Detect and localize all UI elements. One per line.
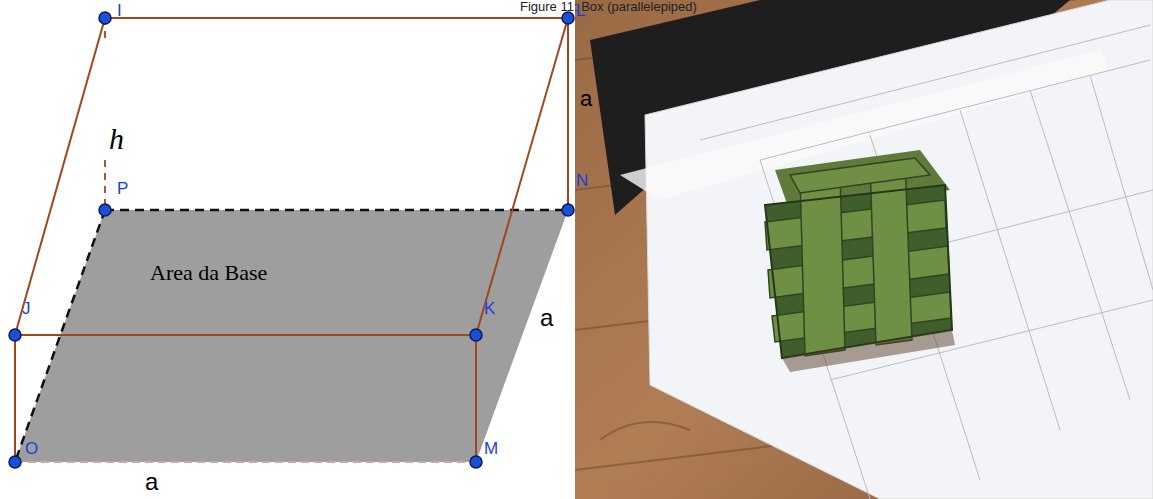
vertex-label: K [484, 300, 495, 317]
dimension-label: a [145, 470, 158, 494]
box-edge [15, 18, 105, 335]
vertex-label: M [484, 440, 498, 457]
paper-form-lines [700, 25, 1153, 499]
base-label: Area da Base [150, 262, 267, 284]
dimension-label: a [580, 88, 592, 110]
paper-sheet-under [620, 50, 1110, 200]
box-shadow [782, 330, 955, 372]
height-label: h [109, 124, 124, 154]
vertex-point [9, 329, 21, 341]
vertex-point [99, 204, 111, 216]
vertex-point [99, 12, 111, 24]
base-fill [15, 210, 568, 462]
box-edge [475, 335, 477, 462]
vertex-point [470, 329, 482, 341]
vertex-label: I [117, 2, 122, 19]
wood-floor [575, 0, 1153, 499]
vertex-label: J [22, 300, 31, 317]
hidden-edge [105, 209, 568, 212]
box-edge [476, 18, 568, 335]
vertex-point [9, 456, 21, 468]
vertex-point [562, 204, 574, 216]
box-outline [765, 185, 952, 358]
vertex-label: O [25, 440, 38, 457]
parallelepiped-figure [15, 210, 568, 462]
vertex-point [562, 12, 574, 24]
base-area: Area da Base [15, 210, 568, 462]
figure-title: Figure 11: Box (parallelepiped) [520, 0, 697, 13]
hidden-edge [15, 461, 476, 463]
photo-scene [575, 0, 1153, 499]
height-line [104, 160, 106, 210]
vertex-label: L [576, 2, 585, 19]
box-front [765, 185, 952, 358]
box-edge [14, 335, 16, 462]
vertex-label: P [117, 180, 128, 197]
box-edge [15, 334, 476, 336]
dimension-label: a [540, 306, 553, 330]
vertex-label: N [576, 172, 588, 189]
box-edge [567, 18, 569, 210]
box-edge [105, 17, 568, 19]
vertex-point [470, 456, 482, 468]
